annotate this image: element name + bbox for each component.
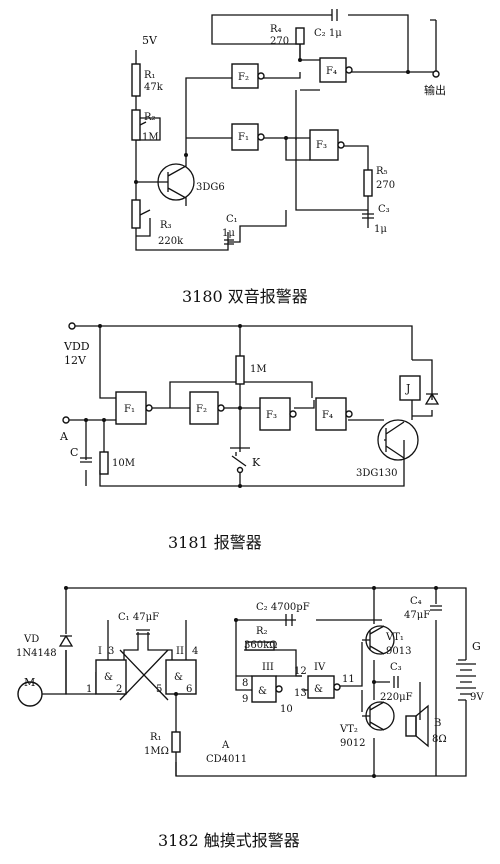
- d1-c3-name: C₃: [378, 204, 390, 215]
- d1-r4-name: R₄: [270, 24, 282, 35]
- d3-gate-ii-label: II: [176, 646, 184, 657]
- d3-pin-1: 1: [86, 684, 92, 695]
- d2-relay-label: J: [405, 382, 410, 395]
- d3-c1-label: C₁ 47μF: [118, 612, 159, 623]
- d2-gate-f4: F₄: [322, 410, 333, 421]
- d3-pin-13: 13: [294, 688, 307, 699]
- d3-vt2-name: VT₂: [339, 724, 358, 735]
- d2-vdd-label: VDD: [63, 340, 90, 353]
- diagram-3180: 5V R₁ 47k R₂ 1M R₃ 220k R₄ 270 R₅ 270 C₁…: [131, 9, 446, 306]
- d3-ic-name: A: [221, 740, 230, 751]
- d3-pin-9: 9: [242, 694, 248, 705]
- d3-c4-value: 47μF: [404, 610, 430, 621]
- d1-c2-label: C₂ 1μ: [314, 28, 342, 39]
- d3-gate-ii-and: &: [174, 672, 183, 683]
- d1-gate-f2: F₂: [238, 72, 249, 83]
- d3-r2-name: R₂: [256, 626, 268, 637]
- diagram-3182: VD 1N4148 M C₁ 47μF C₂ 4700pF R₂ 360kΩ C…: [16, 586, 484, 850]
- d3-pin-5: 5: [156, 684, 162, 695]
- d1-gate-f3: F₃: [316, 140, 327, 151]
- d2-gate-f3: F₃: [266, 410, 277, 421]
- d3-gate-iv-and: &: [314, 684, 323, 695]
- d1-c3-value: 1μ: [374, 224, 387, 235]
- d3-ic-value: CD4011: [206, 754, 247, 765]
- d2-r-top: 1M: [250, 364, 267, 375]
- d3-pin-8: 8: [242, 678, 248, 689]
- d3-c3-value: 220μF: [380, 692, 413, 703]
- diagram-3181: VDD 12V 1M 10M C A K J 3DG130 F₁ F₂ F₃ F…: [59, 322, 440, 552]
- d3-vt2-value: 9012: [340, 738, 365, 749]
- d1-r5-value: 270: [376, 180, 395, 191]
- d1-r2-name: R₂: [144, 112, 156, 123]
- d1-r5-name: R₅: [376, 166, 388, 177]
- d2-r-bottom: 10M: [112, 458, 135, 469]
- d2-input-label: A: [59, 430, 69, 443]
- d1-transistor-label: 3DG6: [196, 182, 225, 193]
- d1-caption: 3180 双音报警器: [182, 287, 308, 306]
- d3-c3-name: C₃: [390, 662, 402, 673]
- d3-battery-value: 9V: [470, 692, 484, 703]
- d3-r1-value: 1MΩ: [144, 746, 169, 757]
- d1-r2-value: 1M: [142, 132, 159, 143]
- d3-pin-11: 11: [342, 674, 355, 685]
- d3-pin-10: 10: [280, 704, 293, 715]
- d3-c2-label: C₂ 4700pF: [256, 602, 310, 613]
- d1-supply-label: 5V: [142, 34, 158, 47]
- d3-gate-iii-and: &: [258, 686, 267, 697]
- d2-transistor-label: 3DG130: [356, 468, 397, 479]
- d1-r1-name: R₁: [144, 70, 156, 81]
- d3-gate-iii-label: III: [262, 662, 274, 673]
- d3-vd-name: VD: [23, 634, 39, 645]
- d1-r1-value: 47k: [144, 82, 164, 93]
- d3-pin-3: 3: [108, 646, 114, 657]
- d2-caption: 3181 报警器: [168, 533, 262, 552]
- d3-vd-value: 1N4148: [16, 648, 57, 659]
- d3-pin-6: 6: [186, 684, 192, 695]
- d3-gate-iv-label: IV: [314, 662, 326, 673]
- d2-switch-label: K: [252, 456, 261, 469]
- d1-r4-value: 270: [270, 36, 289, 47]
- d3-pin-4: 4: [192, 646, 198, 657]
- d1-gate-f4: F₄: [326, 66, 337, 77]
- d2-gate-f2: F₂: [196, 404, 207, 415]
- d3-gate-i-label: I: [98, 646, 102, 657]
- d3-c4-name: C₄: [410, 596, 422, 607]
- d1-gate-f1: F₁: [238, 132, 249, 143]
- d1-r3-value: 220k: [158, 236, 184, 247]
- d3-vt1-name: VT₁: [385, 632, 404, 643]
- d1-r3-name: R₃: [160, 220, 172, 231]
- d3-vt1-value: 9013: [386, 646, 411, 657]
- d3-pin-12: 12: [294, 666, 307, 677]
- d3-battery-name: G: [472, 640, 481, 653]
- d3-caption: 3182 触摸式报警器: [158, 831, 300, 850]
- d3-speaker-name: B: [434, 718, 441, 729]
- d3-r1-name: R₁: [150, 732, 162, 743]
- d2-vdd-value: 12V: [64, 354, 87, 367]
- d2-gate-f1: F₁: [124, 404, 135, 415]
- d2-cap-label: C: [70, 446, 78, 459]
- d1-c1-name: C₁: [226, 214, 238, 225]
- d1-c1-value: 1μ: [222, 228, 235, 239]
- d3-gate-i-and: &: [104, 672, 113, 683]
- d3-pin-2: 2: [116, 684, 122, 695]
- d1-output-label: 输出: [424, 83, 446, 97]
- d3-speaker-value: 8Ω: [432, 734, 447, 745]
- d3-r2-value: 360kΩ: [244, 640, 277, 651]
- d3-m-label: M: [24, 676, 35, 689]
